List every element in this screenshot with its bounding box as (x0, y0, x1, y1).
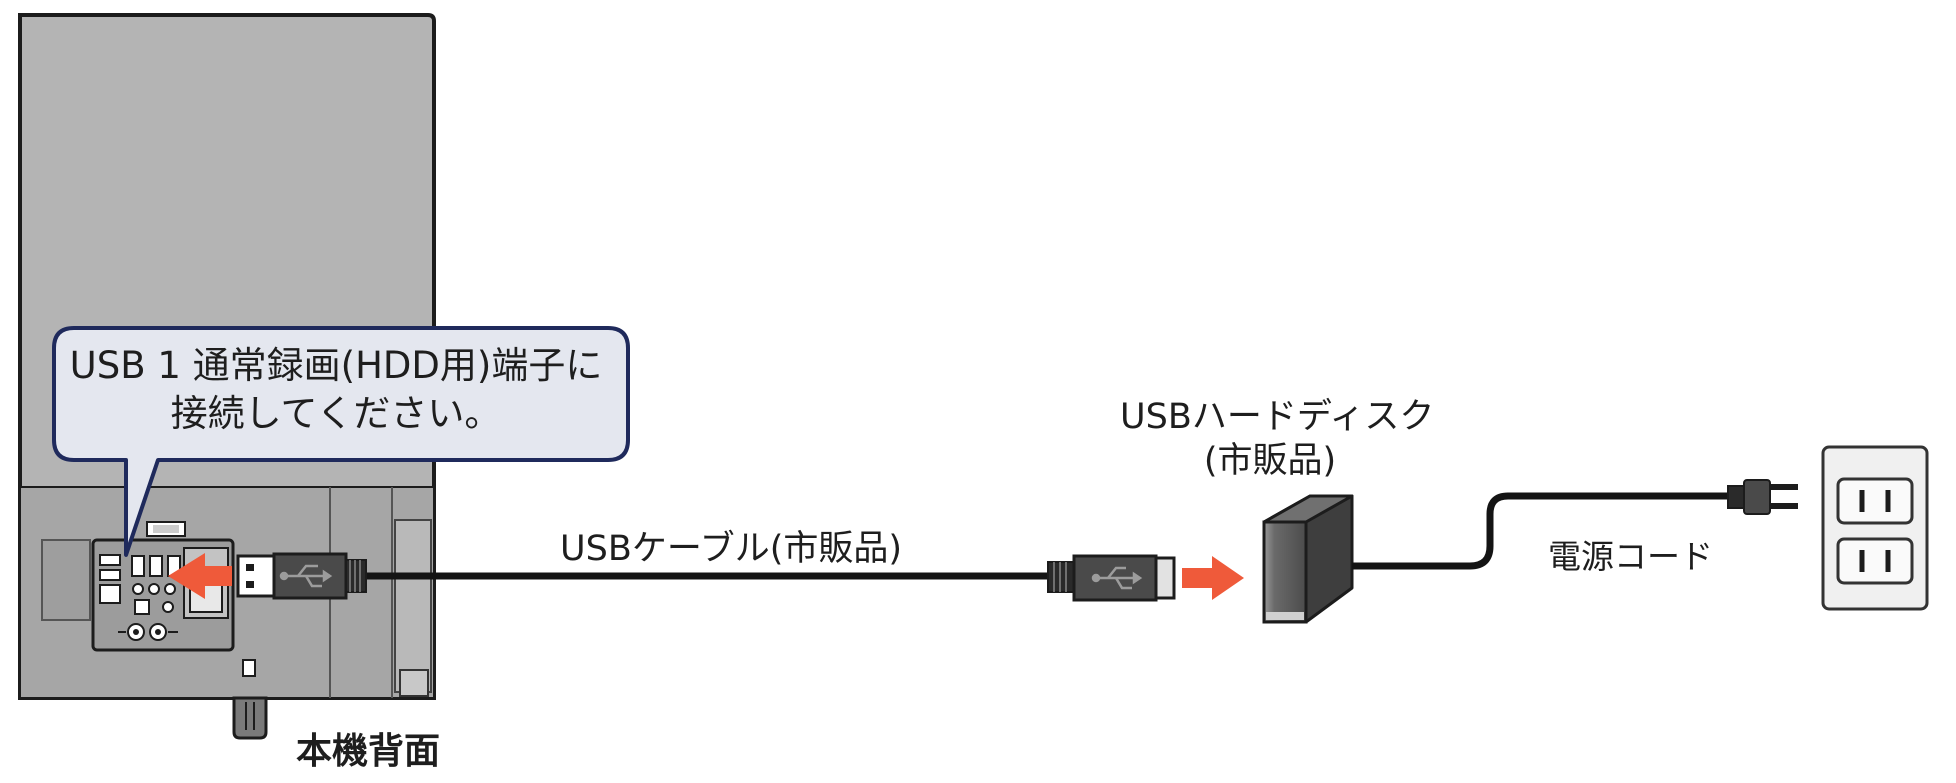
callout-text: USB 1 通常録画(HDD用)端子に 接続してください。 (40, 342, 632, 438)
usb-b-plug (1047, 554, 1176, 602)
callout-line-2: 接続してください。 (170, 392, 502, 435)
power-plug-icon (1727, 479, 1798, 515)
usb-a-plug (236, 552, 367, 600)
usb-symbol-icon (279, 564, 333, 588)
usb-cable (236, 552, 1176, 602)
hdd-label-line-2: (市販品) (1203, 441, 1337, 481)
tv-back-label: 本機背面 (296, 731, 441, 772)
usb-symbol-icon (1091, 566, 1143, 590)
wall-outlet-icon (1821, 445, 1929, 611)
power-cord-label: 電源コード (1548, 537, 1713, 576)
hdd-label: USBハードディスク (市販品) (1120, 395, 1435, 483)
callout-bubble (52, 326, 630, 557)
arrow-right-icon (1182, 556, 1244, 600)
arrow-left-icon (168, 553, 232, 599)
power-cord (1352, 492, 1735, 570)
tv-stand (232, 696, 268, 740)
hdd-label-line-1: USBハードディスク (1120, 397, 1435, 437)
callout-line-1: USB 1 通常録画(HDD用)端子に (69, 344, 603, 387)
usb-hard-disk (1262, 494, 1354, 624)
usb-cable-label: USBケーブル(市販品) (560, 529, 903, 569)
